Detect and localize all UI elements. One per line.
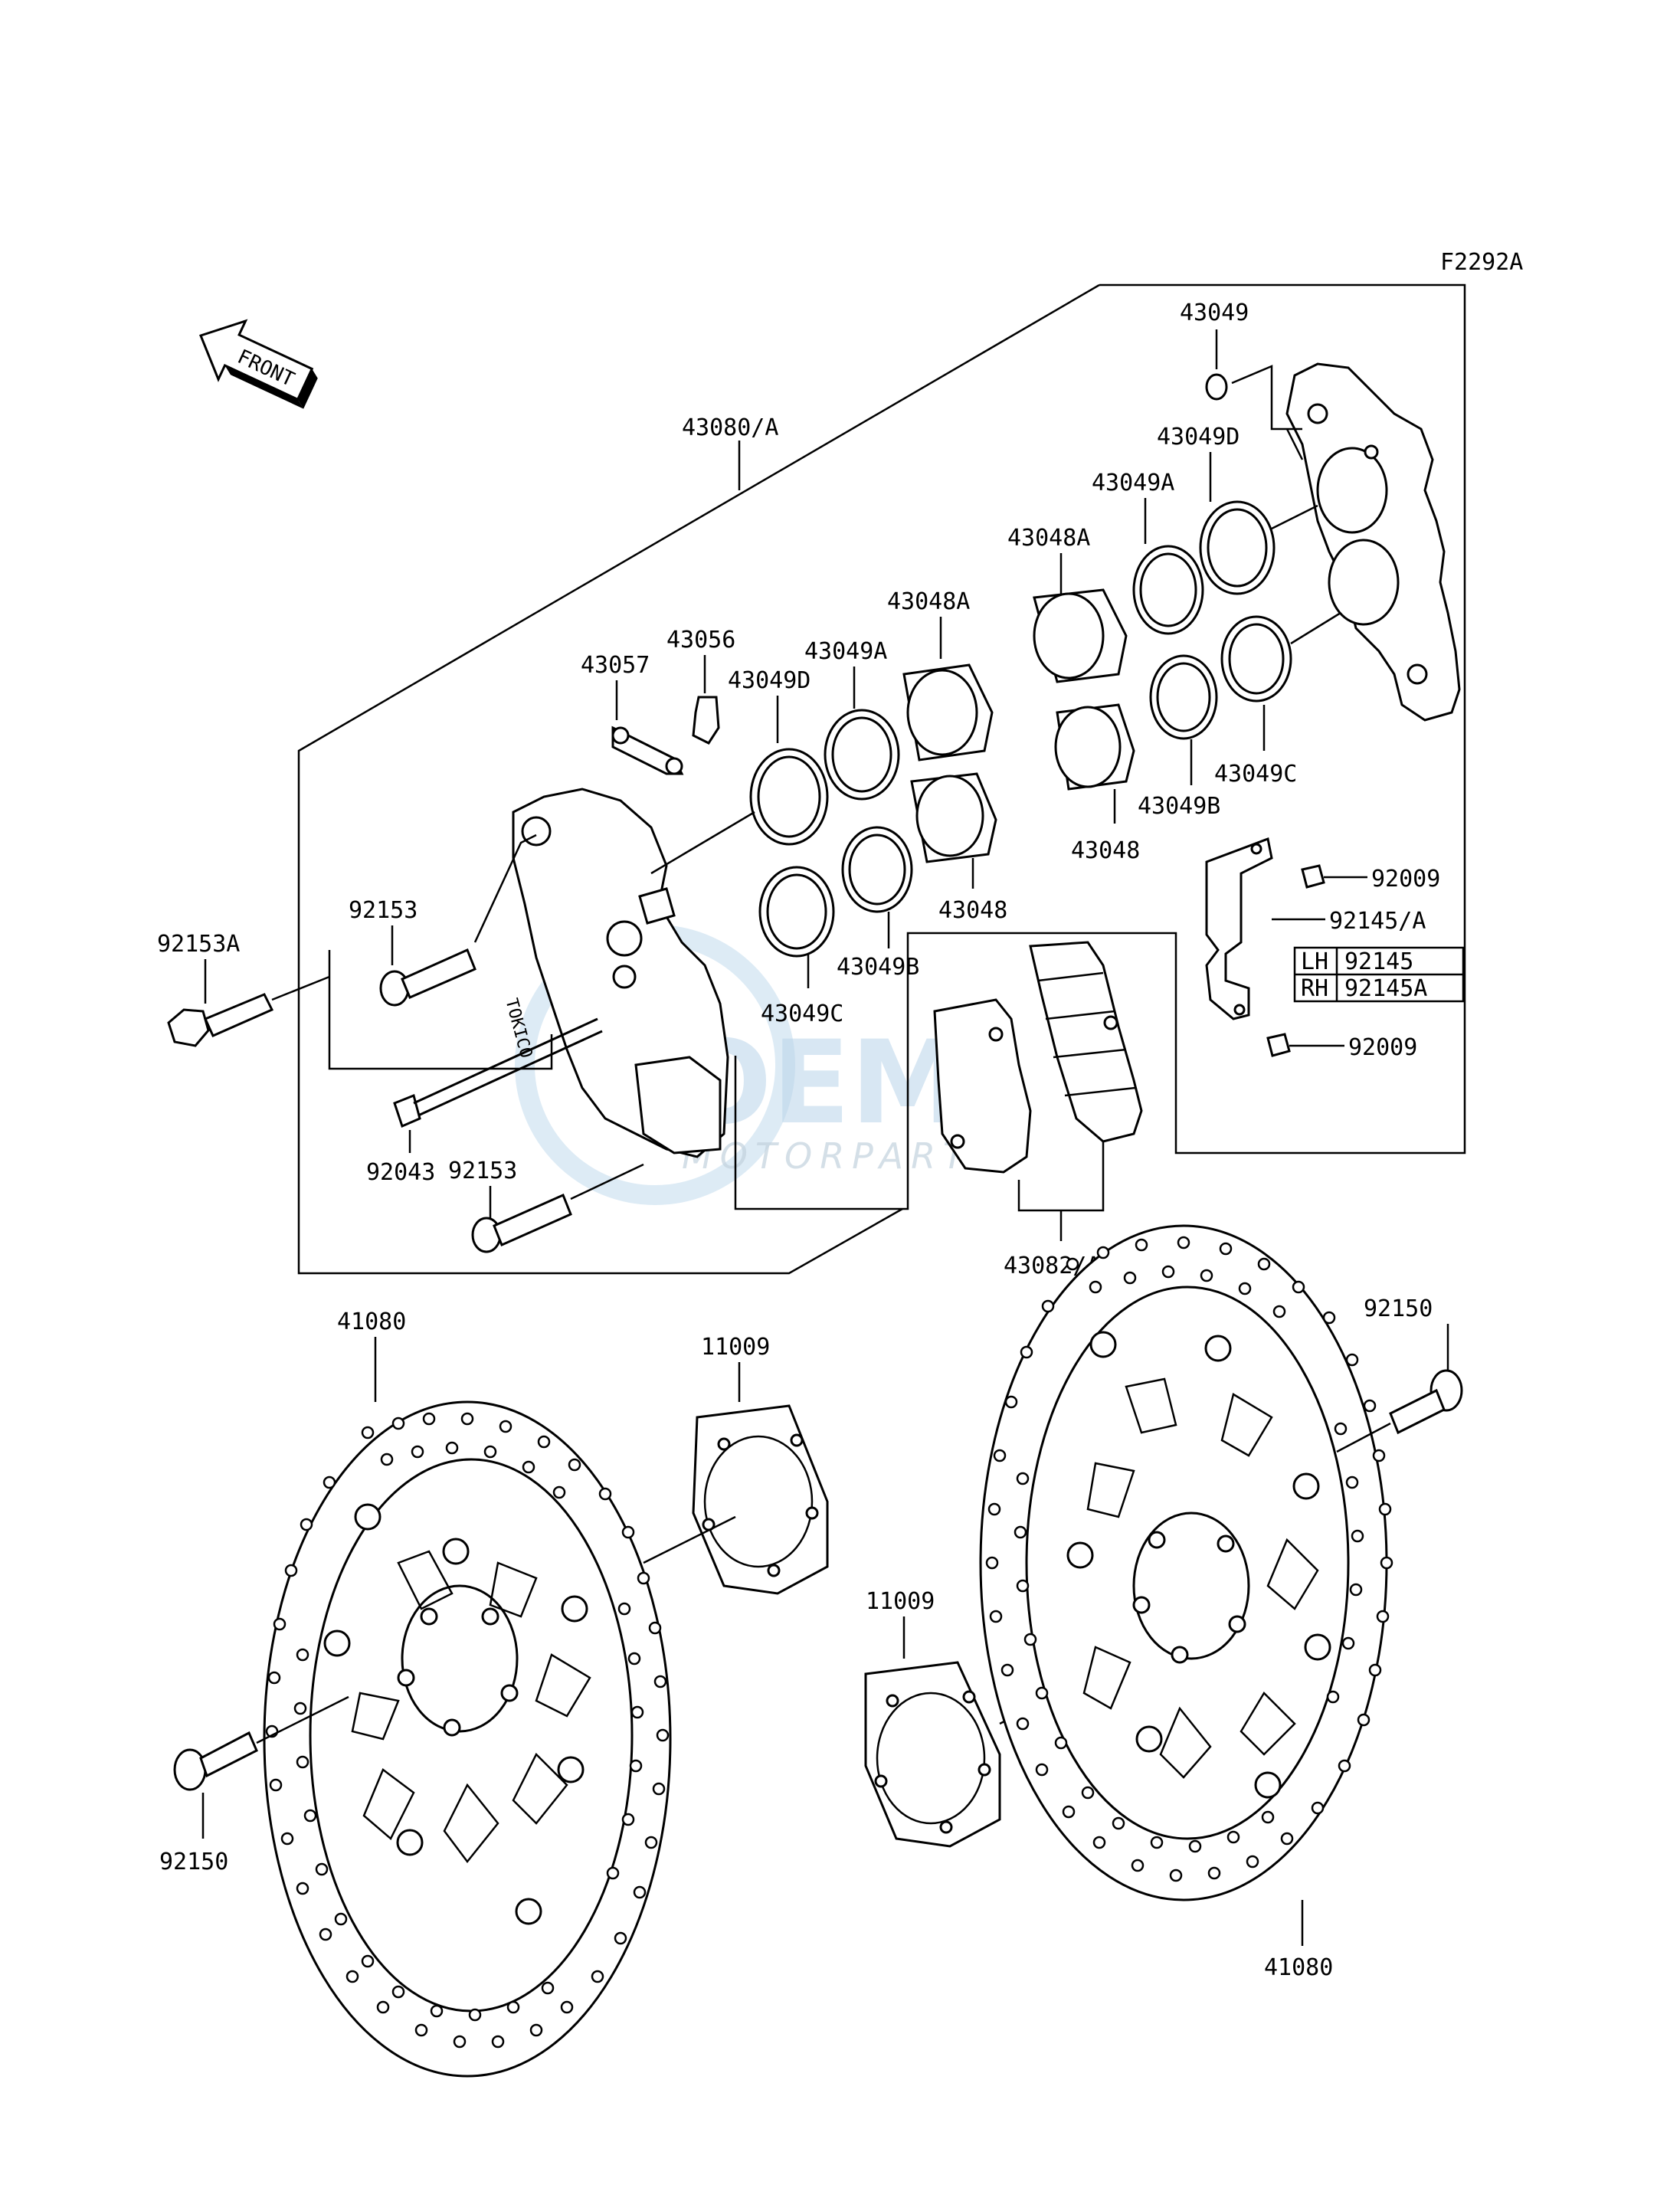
disc-right-holes — [985, 1236, 1393, 1882]
label-guard-screw-lower: 92009 — [1348, 1034, 1417, 1061]
label-seal-a-left: 43049A — [804, 638, 887, 665]
variant-side-rh: RH — [1301, 975, 1328, 1002]
mount-bolt-92153A: 92153A — [157, 931, 553, 1070]
label-bleed-cap: 43049 — [1180, 300, 1249, 326]
label-seal-b-left: 43049B — [837, 954, 919, 981]
disc-left-holes — [265, 1412, 670, 2049]
label-disc-bolt-right: 92150 — [1364, 1295, 1433, 1322]
disc-right-bobbins — [1066, 1331, 1331, 1799]
label-mount-bolt: 92153A — [157, 931, 240, 958]
right-seals-pistons: 43049D 43049A 43048A 43049C 43049B 43048 — [1007, 424, 1341, 864]
right-caliper-half — [1285, 362, 1461, 722]
pad-spring-assembly: 92009 92145/A 92009 LH 92145 RH 92145A — [1205, 837, 1465, 1061]
caliper-bolt-upper: 92153 — [349, 834, 537, 1007]
bleed-cap-43049: 43049 — [1180, 300, 1302, 431]
label-disc-bolt-left: 92150 — [159, 1849, 228, 1875]
shim-right: 11009 — [864, 1588, 1150, 1848]
label-seal-d-left: 43049D — [728, 667, 811, 694]
label-caliper-bolt-lower: 92153 — [448, 1158, 517, 1184]
disc-left: 41080 — [263, 1308, 672, 2078]
label-piston-right: 43048 — [1071, 837, 1140, 864]
front-arrow-icon: FRONT — [199, 319, 318, 409]
bleeder-parts: 43056 43057 — [581, 627, 735, 775]
label-pad-spring: 92145/A — [1329, 908, 1426, 935]
label-seal-c-left: 43049C — [761, 1001, 843, 1027]
variant-part-rh: 92145A — [1344, 975, 1427, 1002]
label-caliper-bolt-upper: 92153 — [349, 897, 418, 924]
label-caliper-assy: 43080/A — [682, 414, 778, 441]
brake-pads: 43082/A — [933, 941, 1143, 1279]
label-seal-a-right: 43049A — [1092, 470, 1174, 496]
label-seal-d-right: 43049D — [1157, 424, 1240, 450]
disc-right: 41080 — [979, 1224, 1393, 1981]
label-piston-a-left: 43048A — [887, 588, 970, 615]
disc-bolt-right: 92150 — [1336, 1295, 1463, 1453]
diagram-code: F2292A — [1440, 249, 1523, 276]
label-shim-right: 11009 — [866, 1588, 935, 1615]
label-shim-left: 11009 — [701, 1334, 770, 1361]
shim-left: 11009 — [643, 1334, 829, 1595]
label-bleeder-valve: 43056 — [666, 627, 735, 653]
caliper-assembly-bracket: 43080/A — [297, 283, 1466, 1275]
variant-side-lh: LH — [1301, 948, 1328, 975]
label-seal-b-right: 43049B — [1138, 793, 1220, 820]
caliper-bolt-lower: 92153 — [448, 1158, 644, 1253]
label-disc-right: 41080 — [1264, 1954, 1333, 1981]
label-piston-left: 43048 — [938, 897, 1007, 924]
label-piston-a-right: 43048A — [1007, 525, 1090, 552]
disc-left-bobbins — [323, 1503, 588, 1925]
left-caliper-half: TOKICO — [501, 788, 729, 1158]
disc-bolt-left: 92150 — [159, 1695, 349, 1875]
label-guard-screw-upper: 92009 — [1371, 866, 1440, 893]
label-bleeder-cap: 43057 — [581, 652, 650, 679]
pad-pin-92043: 92043 — [366, 1017, 603, 1186]
left-seals-pistons: 43048A 43049A 43049D 43048 43049B 43049C — [650, 588, 1007, 1027]
label-seal-c-right: 43049C — [1214, 761, 1297, 788]
label-pad-pin: 92043 — [366, 1159, 435, 1186]
label-disc-left: 41080 — [337, 1308, 406, 1335]
variant-part-lh: 92145 — [1344, 948, 1413, 975]
watermark-subtext: MOTORPARTS — [682, 1135, 1002, 1177]
